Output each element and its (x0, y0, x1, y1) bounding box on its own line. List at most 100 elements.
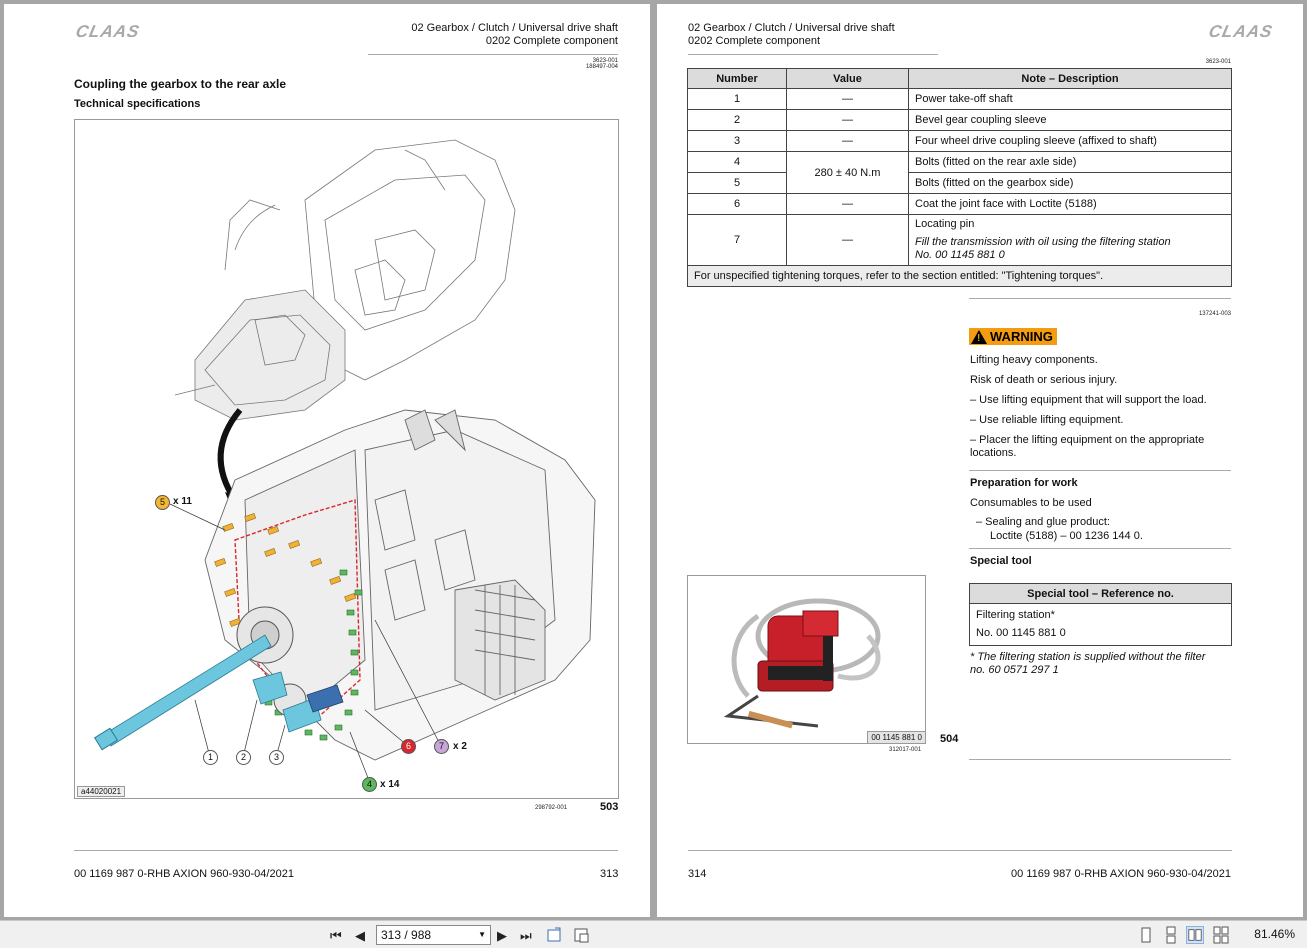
figure-number: 503 (600, 801, 619, 813)
cell-number: 3 (687, 130, 787, 152)
claas-logo: CLAAS (1207, 22, 1276, 41)
reference-codes: 3623-001 188497-004 (586, 58, 618, 70)
consumable-item: – Sealing and glue product: (976, 516, 1110, 528)
col-header: Value (786, 68, 909, 89)
subsection-title: Technical specifications (74, 98, 201, 110)
right-page: 02 Gearbox / Clutch / Universal drive sh… (657, 4, 1303, 917)
tool-line: Filtering station* (969, 603, 1232, 624)
special-tool-table: Special tool – Reference no. Filtering s… (969, 583, 1232, 646)
table-row: 4 280 ± 40 N.m Bolts (fitted on the rear… (687, 151, 1232, 194)
ref-code: 3623-001 (592, 58, 618, 64)
next-page-icon[interactable]: ▶ (497, 928, 507, 943)
header-line1: 02 Gearbox / Clutch / Universal drive sh… (411, 22, 618, 34)
callout-4-qty: x 14 (380, 779, 400, 790)
warning-text: Lifting heavy components. Risk of death … (970, 354, 1232, 460)
table-row: 7 — Locating pin Fill the transmission w… (687, 214, 1232, 266)
cell-number: 6 (687, 193, 787, 215)
page-header: 02 Gearbox / Clutch / Universal drive sh… (688, 22, 895, 48)
note-text: Locating pin (915, 218, 975, 230)
filtering-station-photo: 00 1145 881 0 (687, 575, 926, 744)
warning-label: WARNING (990, 329, 1053, 344)
section-title: Coupling the gearbox to the rear axle (74, 77, 287, 91)
cell-note: Locating pin Fill the transmission with … (908, 214, 1232, 266)
cell-note: Power take-off shaft (908, 88, 1232, 110)
continuous-page-icon[interactable] (1162, 926, 1180, 944)
ref-code: 137241-003 (1198, 311, 1231, 317)
cell-value: 280 ± 40 N.m (786, 151, 909, 194)
callout-7-qty: x 2 (453, 741, 467, 752)
photo-number: 504 (940, 733, 959, 745)
zoom-level[interactable]: 81.46% (1254, 927, 1295, 941)
cell-value: — (786, 214, 909, 266)
table-footnote: For unspecified tightening torques, refe… (687, 265, 1232, 287)
callout-2: 2 (236, 750, 251, 765)
gearbox-illustration (93, 139, 596, 784)
chevron-down-icon[interactable]: ▼ (478, 930, 486, 939)
warning-bullet: – Placer the lifting equipment on the ap… (970, 434, 1205, 459)
cell-note: Coat the joint face with Loctite (5188) (908, 193, 1232, 215)
table-row: 3 — Four wheel drive coupling sleeve (af… (687, 130, 1232, 152)
prev-page-icon[interactable]: ◀ (355, 928, 365, 943)
cell-number: 1 (687, 88, 787, 110)
cell-value: — (786, 88, 909, 110)
cell-note: Four wheel drive coupling sleeve (affixe… (908, 130, 1232, 152)
page-number-value: 313 / 988 (381, 928, 432, 942)
col-header: Number (687, 68, 787, 89)
cell-number: 4 (687, 151, 787, 173)
first-page-icon[interactable]: ⏮ (330, 928, 342, 943)
ref-code: 3623-001 (1205, 59, 1231, 65)
callout-1: 1 (203, 750, 218, 765)
page-number-select[interactable]: 313 / 988 ▼ (376, 925, 491, 945)
photo-ref: 312017-001 (889, 747, 922, 753)
table-row: 5 Bolts (fitted on the gearbox side) (687, 172, 1232, 194)
tool-line: No. 00 1145 881 0 (969, 624, 1232, 646)
table-footnote-row: For unspecified tightening torques, refe… (687, 265, 1232, 287)
callout-6: 6 (401, 739, 416, 754)
warning-line: Lifting heavy components. (970, 354, 1098, 366)
figure-ref: 298792-001 (535, 805, 568, 811)
cell-value: — (786, 130, 909, 152)
table-row: 1 — Power take-off shaft (687, 88, 1232, 110)
single-page-icon[interactable] (1137, 926, 1155, 944)
facing-pages-icon[interactable] (1186, 926, 1204, 944)
left-page: CLAAS 02 Gearbox / Clutch / Universal dr… (4, 4, 650, 917)
consumable-detail: Loctite (5188) – 00 1236 144 0. (990, 530, 1143, 542)
spec-table: Number Value Note – Description 1 — Powe… (687, 68, 1232, 287)
continuous-facing-icon[interactable] (1212, 926, 1230, 944)
warning-badge: !WARNING (969, 328, 1057, 349)
footer-doc: 00 1169 987 0-RHB AXION 960-930-04/2021 (1011, 868, 1231, 880)
callout-7: 7 (434, 739, 449, 754)
page-header: 02 Gearbox / Clutch / Universal drive sh… (411, 22, 618, 48)
last-page-icon[interactable]: ⏭ (520, 928, 532, 943)
cell-note: Bevel gear coupling sleeve (908, 109, 1232, 131)
table-row: 2 — Bevel gear coupling sleeve (687, 109, 1232, 131)
fit-page-icon[interactable] (572, 926, 590, 944)
cell-note: Bolts (fitted on the rear axle side) (908, 151, 1232, 173)
consumables-label: Consumables to be used (970, 497, 1092, 509)
ref-code: 188497-004 (585, 64, 618, 70)
warning-bullet: – Use reliable lifting equipment. (970, 414, 1124, 426)
cell-number: 5 (687, 172, 787, 194)
callout-4: 4 (362, 777, 377, 792)
filtering-station-illustration (723, 598, 881, 729)
cell-value: — (786, 109, 909, 131)
tool-table-header: Special tool – Reference no. (969, 583, 1232, 604)
footer-page: 313 (600, 868, 619, 880)
callout-5-qty: x 11 (173, 496, 192, 507)
viewer-toolbar: ⏮ ◀ 313 / 988 ▼ ▶ ⏭ 81.46% (0, 920, 1307, 948)
cell-number: 7 (687, 214, 787, 266)
footer-page: 314 (688, 868, 707, 880)
table-row: 6 — Coat the joint face with Loctite (51… (687, 193, 1232, 215)
claas-logo: CLAAS (74, 22, 142, 41)
note-italic: Fill the transmission with oil using the… (915, 236, 1171, 261)
warning-icon: ! (971, 329, 987, 344)
photo-label: 00 1145 881 0 (867, 731, 925, 743)
cell-number: 2 (687, 109, 787, 131)
rotate-page-icon[interactable] (546, 926, 564, 944)
special-tool-title: Special tool (970, 555, 1032, 567)
warning-line: Risk of death or serious injury. (970, 374, 1118, 386)
header-line2: 0202 Complete component (688, 35, 821, 47)
callout-3: 3 (269, 750, 284, 765)
cell-value: — (786, 193, 909, 215)
tool-note: * The filtering station is supplied with… (970, 651, 1206, 676)
